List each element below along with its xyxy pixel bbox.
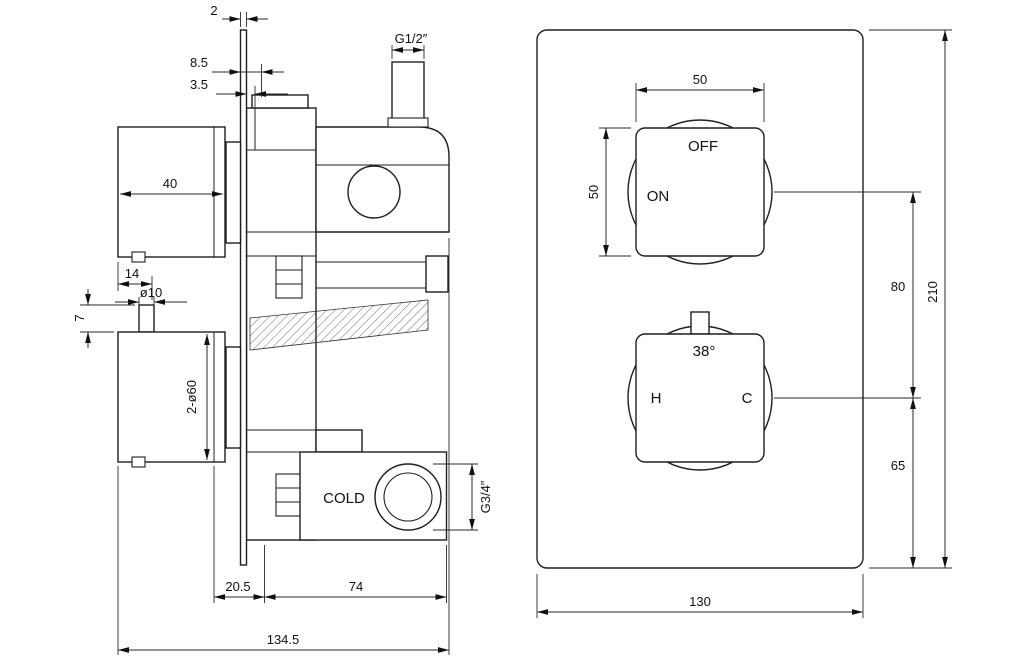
outlet-stub bbox=[425, 255, 449, 293]
dim-knob-depth: 40 bbox=[120, 176, 223, 197]
fixing-screw bbox=[275, 473, 303, 517]
cold-label: C bbox=[742, 390, 753, 407]
dim-text: 50 bbox=[586, 185, 601, 199]
valve-body-side: COLD bbox=[245, 61, 450, 541]
on-label: ON bbox=[647, 188, 670, 205]
handle-square bbox=[635, 127, 765, 257]
body-top-cap bbox=[251, 94, 309, 109]
handle-stem bbox=[690, 311, 710, 335]
top-handle-front: OFF ON bbox=[627, 119, 773, 265]
handle-stem bbox=[138, 304, 155, 333]
inlet-pipe-flange bbox=[387, 117, 429, 128]
dim-handle-spacing: 80 bbox=[774, 191, 921, 399]
dim-text: 3.5 bbox=[190, 77, 208, 92]
handle-flange bbox=[225, 141, 242, 244]
handle-square bbox=[635, 333, 765, 463]
dim-text: 8.5 bbox=[190, 55, 208, 70]
dim-screw-offset: 14 bbox=[117, 262, 153, 300]
wall-plate-side bbox=[239, 29, 248, 566]
handle-flange bbox=[225, 346, 242, 449]
dim-text: ø10 bbox=[140, 285, 162, 300]
cold-port-inner-circle bbox=[383, 472, 433, 522]
dim-handle-height: 50 bbox=[586, 127, 631, 257]
dim-wall-clearance: 20.5 bbox=[213, 466, 265, 603]
fixing-screw bbox=[275, 255, 303, 299]
dim-plate-height: 210 bbox=[869, 29, 952, 568]
dim-text: 134.5 bbox=[267, 632, 300, 647]
dim-stem-length: 7 bbox=[72, 289, 135, 348]
grub-screw bbox=[131, 456, 146, 468]
dim-inlet-thread: G1/2″ bbox=[391, 31, 428, 59]
dim-overall-depth: 134.5 bbox=[117, 238, 450, 655]
inlet-port-circle bbox=[347, 165, 401, 219]
handle-body bbox=[117, 126, 226, 258]
dim-text: 20.5 bbox=[225, 579, 250, 594]
cold-port-label: COLD bbox=[323, 490, 365, 507]
dim-text: G1/2″ bbox=[395, 31, 428, 46]
dim-stem-diameter: ø10 bbox=[115, 285, 187, 306]
front-view: OFF ON 38° H C 50 50 80 bbox=[536, 29, 952, 618]
temperature-label: 38° bbox=[693, 343, 716, 360]
dim-text: 130 bbox=[689, 594, 711, 609]
dim-text: 2-ø60 bbox=[184, 380, 199, 414]
body-step bbox=[315, 429, 363, 453]
bottom-handle-side bbox=[117, 304, 242, 468]
dim-plate-thickness: 2 bbox=[210, 3, 268, 27]
dim-handle-width: 50 bbox=[635, 72, 765, 122]
off-label: OFF bbox=[688, 138, 718, 155]
dim-offset-3-5: 3.5 bbox=[190, 77, 288, 108]
dim-text: 65 bbox=[891, 458, 905, 473]
section-hatch-band bbox=[249, 299, 429, 351]
plate-edge bbox=[239, 29, 248, 566]
inlet-pipe bbox=[391, 61, 425, 123]
dim-text: 7 bbox=[72, 314, 87, 321]
dim-outlet-thread: G3/4″ bbox=[433, 463, 493, 531]
dim-plate-width: 130 bbox=[536, 574, 864, 618]
dim-text: 80 bbox=[891, 279, 905, 294]
dim-text: G3/4″ bbox=[478, 480, 493, 513]
dim-text: 40 bbox=[163, 176, 177, 191]
dim-text: 14 bbox=[125, 266, 139, 281]
dim-body-depth: 74 bbox=[264, 545, 447, 603]
grub-screw bbox=[131, 251, 146, 263]
handle-body bbox=[117, 331, 226, 463]
dim-text: 74 bbox=[349, 579, 363, 594]
faceplate-front bbox=[536, 29, 864, 569]
dim-lower-offset: 65 bbox=[869, 398, 952, 569]
hot-label: H bbox=[651, 390, 662, 407]
dim-text: 50 bbox=[693, 72, 707, 87]
side-view: COLD 2 bbox=[72, 3, 493, 655]
bottom-handle-front: 38° H C bbox=[627, 311, 773, 471]
dim-knob-diameter: 2-ø60 bbox=[184, 334, 210, 460]
dim-text: 2 bbox=[210, 3, 217, 18]
dim-text: 210 bbox=[925, 281, 940, 303]
